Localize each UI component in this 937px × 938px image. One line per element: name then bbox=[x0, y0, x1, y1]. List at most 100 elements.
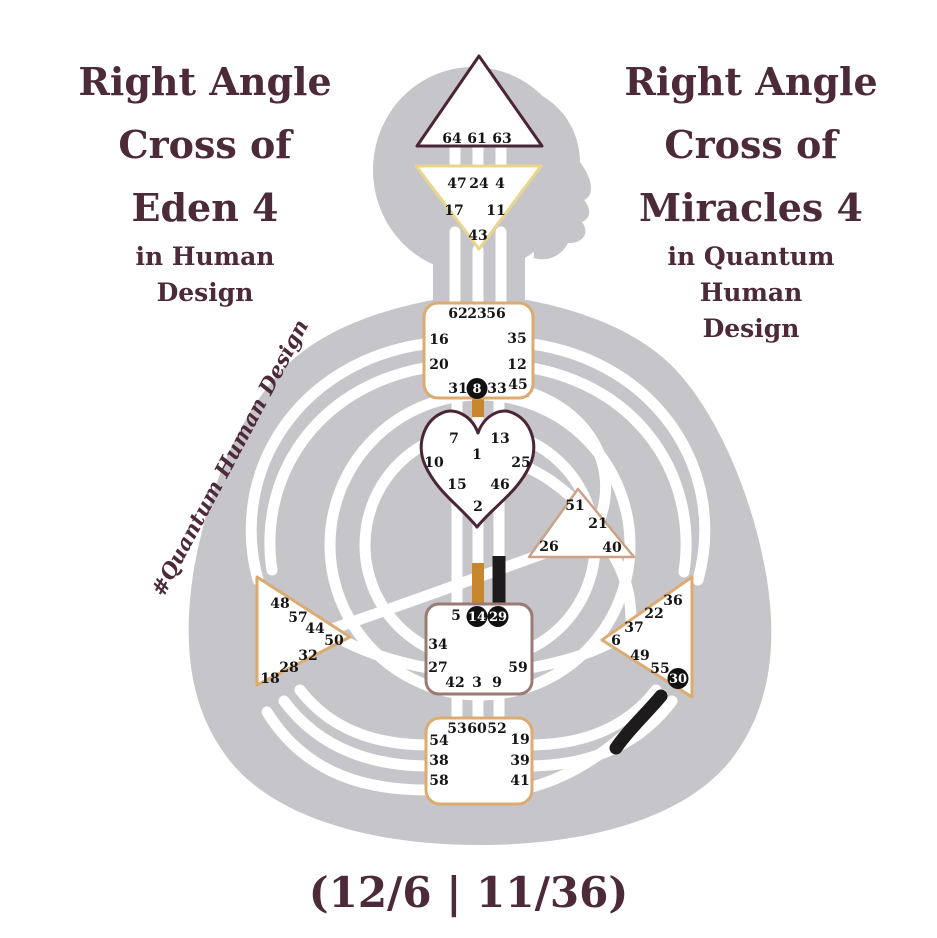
gate-number: 33 bbox=[487, 381, 506, 397]
defined-gate-circle bbox=[466, 606, 488, 627]
gate-number: 46 bbox=[490, 477, 509, 493]
gate-number: 22 bbox=[644, 606, 663, 622]
gate-number: 51 bbox=[565, 498, 584, 514]
channel-27-50 bbox=[340, 636, 434, 674]
gate-number: 26 bbox=[539, 539, 558, 555]
gate-number-defined: 29 bbox=[489, 610, 507, 625]
gate-number: 49 bbox=[630, 648, 649, 664]
right-title-subline: Design bbox=[702, 314, 800, 343]
gate-number: 61 bbox=[467, 131, 486, 147]
gate-number: 60 bbox=[467, 721, 487, 737]
gate-number: 9 bbox=[492, 675, 502, 691]
gate-number: 43 bbox=[468, 228, 487, 244]
gate-number: 5 bbox=[451, 608, 461, 624]
gate-number: 63 bbox=[492, 131, 511, 147]
left-title-line: Cross of bbox=[118, 122, 292, 167]
gate-number: 16 bbox=[429, 332, 448, 348]
centers bbox=[255, 54, 694, 806]
gate-number: 20 bbox=[429, 357, 449, 373]
gate-number: 58 bbox=[429, 773, 448, 789]
will-center bbox=[527, 487, 636, 559]
channel-12-22 bbox=[526, 362, 692, 578]
channels-defined bbox=[472, 392, 668, 755]
gate-number: 47 bbox=[447, 176, 466, 192]
defined-gate-30-channel bbox=[609, 689, 668, 755]
gate-number: 56 bbox=[486, 306, 505, 322]
gate-number: 39 bbox=[510, 753, 529, 769]
right-title: Right Angle Cross of Miracles 4 in Quant… bbox=[584, 50, 918, 347]
gate-number: 19 bbox=[510, 732, 529, 748]
channel-40-37 bbox=[606, 547, 637, 626]
root-center bbox=[424, 716, 534, 806]
gate-number: 36 bbox=[663, 593, 682, 609]
channel-21-45 bbox=[528, 388, 612, 525]
gate-number: 48 bbox=[270, 596, 289, 612]
gate-number: 50 bbox=[324, 633, 344, 649]
gate-number: 21 bbox=[588, 516, 607, 532]
gate-number: 18 bbox=[260, 671, 279, 687]
sacral-center bbox=[424, 602, 534, 696]
right-title-line: Miracles 4 bbox=[639, 185, 863, 230]
gate-number: 35 bbox=[507, 331, 526, 347]
gate-number-defined: 8 bbox=[472, 382, 481, 397]
gate-number: 3 bbox=[472, 675, 482, 691]
channel-49-19 bbox=[522, 684, 662, 751]
gate-number: 13 bbox=[490, 431, 509, 447]
gate-number: 4 bbox=[495, 176, 505, 192]
head-center bbox=[415, 54, 544, 148]
gate-number: 1 bbox=[472, 447, 482, 463]
gate-number: 42 bbox=[445, 675, 464, 691]
face-profile-silhouette bbox=[530, 90, 591, 260]
gate-number: 44 bbox=[305, 621, 325, 637]
gate-number: 53 bbox=[447, 721, 466, 737]
gate-number: 41 bbox=[510, 773, 529, 789]
channel-16-48 bbox=[245, 338, 430, 586]
g-center bbox=[419, 409, 536, 529]
gate-number: 62 bbox=[448, 306, 467, 322]
channel-59-6 bbox=[524, 638, 614, 674]
gate-number: 6 bbox=[611, 633, 621, 649]
gate-number: 17 bbox=[444, 203, 463, 219]
defined-gate-circle bbox=[667, 668, 689, 689]
gate-number: 31 bbox=[448, 381, 467, 397]
gate-number: 10 bbox=[424, 455, 444, 471]
ajna-center bbox=[414, 164, 543, 251]
left-title-line: Eden 4 bbox=[131, 185, 279, 230]
gate-number: 57 bbox=[288, 610, 307, 626]
gate-number: 54 bbox=[429, 733, 449, 749]
gate-number-defined: 30 bbox=[669, 672, 687, 687]
gate-number: 37 bbox=[624, 620, 643, 636]
solar-plexus-center bbox=[600, 575, 694, 699]
right-title-line: Right Angle bbox=[624, 59, 878, 104]
right-title-line: Cross of bbox=[664, 122, 838, 167]
defined-gate-circle bbox=[487, 606, 509, 627]
gate-number: 11 bbox=[486, 203, 505, 219]
gate-number: 32 bbox=[298, 648, 317, 664]
left-title-subline: in Human bbox=[135, 242, 275, 271]
gate-number: 2 bbox=[473, 499, 483, 515]
gate-number: 27 bbox=[428, 660, 447, 676]
gate-number: 64 bbox=[442, 131, 462, 147]
channel-35-36 bbox=[526, 338, 711, 586]
channel-28-38 bbox=[278, 695, 434, 772]
gate-number: 28 bbox=[279, 660, 298, 676]
right-title-subline: Human bbox=[699, 278, 803, 307]
channel-26-44 bbox=[314, 547, 551, 639]
profile-numbers: (12/6 | 11/36) bbox=[308, 868, 629, 917]
channel-20-57 bbox=[264, 362, 430, 576]
right-title-subline: in Quantum bbox=[667, 242, 835, 271]
gate-number: 38 bbox=[429, 753, 448, 769]
channel-18-58 bbox=[261, 706, 434, 796]
gate-number: 7 bbox=[449, 431, 459, 447]
gate-number: 25 bbox=[511, 455, 530, 471]
defined-gate-circle bbox=[466, 378, 488, 399]
gate-number-defined: 14 bbox=[468, 610, 486, 625]
left-title-subline: Design bbox=[156, 278, 254, 307]
spleen-center bbox=[255, 575, 352, 687]
gate-number: 59 bbox=[508, 660, 527, 676]
gate-number: 15 bbox=[447, 477, 466, 493]
left-title: Right Angle Cross of Eden 4 in Human Des… bbox=[38, 50, 372, 311]
